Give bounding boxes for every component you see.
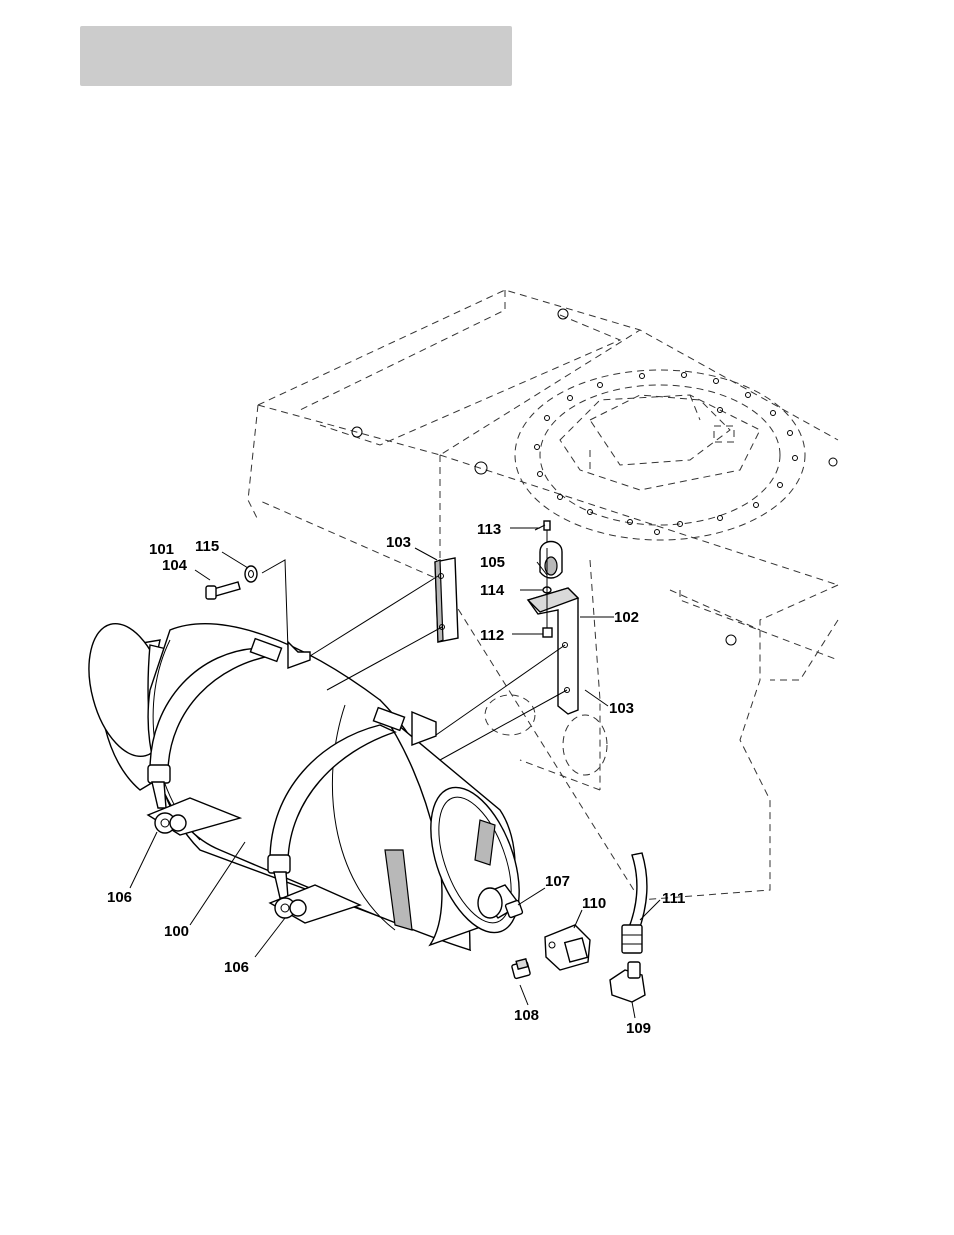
- callout-104: 104: [162, 557, 188, 574]
- callout-109: 109: [626, 1020, 651, 1037]
- tee-fitting-110: [545, 925, 590, 970]
- clip-105: [540, 542, 562, 579]
- nut-112: [543, 628, 552, 637]
- callout-107: 107: [545, 873, 570, 890]
- hose-111: [622, 853, 647, 953]
- callout-106-right: 106: [224, 959, 249, 976]
- callout-106-left: 106: [107, 889, 132, 906]
- callout-105: 105: [480, 554, 505, 571]
- callout-101: 101: [149, 541, 174, 558]
- callout-111: 111: [662, 890, 685, 907]
- callout-108: 108: [514, 1007, 539, 1024]
- callout-115: 115: [195, 538, 219, 555]
- callout-100: 100: [164, 923, 189, 940]
- callout-102: 102: [614, 609, 639, 626]
- elbow-fitting-109: [610, 962, 645, 1002]
- callout-103-lower: 103: [609, 700, 634, 717]
- bolt-104: [206, 582, 240, 599]
- callout-114: 114: [480, 582, 505, 599]
- callout-110: 110: [582, 895, 606, 912]
- nipple-108: [511, 959, 530, 979]
- mounting-plate-lower-bracket: [528, 588, 578, 714]
- washer-115: [245, 566, 257, 582]
- callout-113: 113: [477, 521, 501, 538]
- callout-112: 112: [480, 627, 504, 644]
- callout-103-upper: 103: [386, 534, 411, 551]
